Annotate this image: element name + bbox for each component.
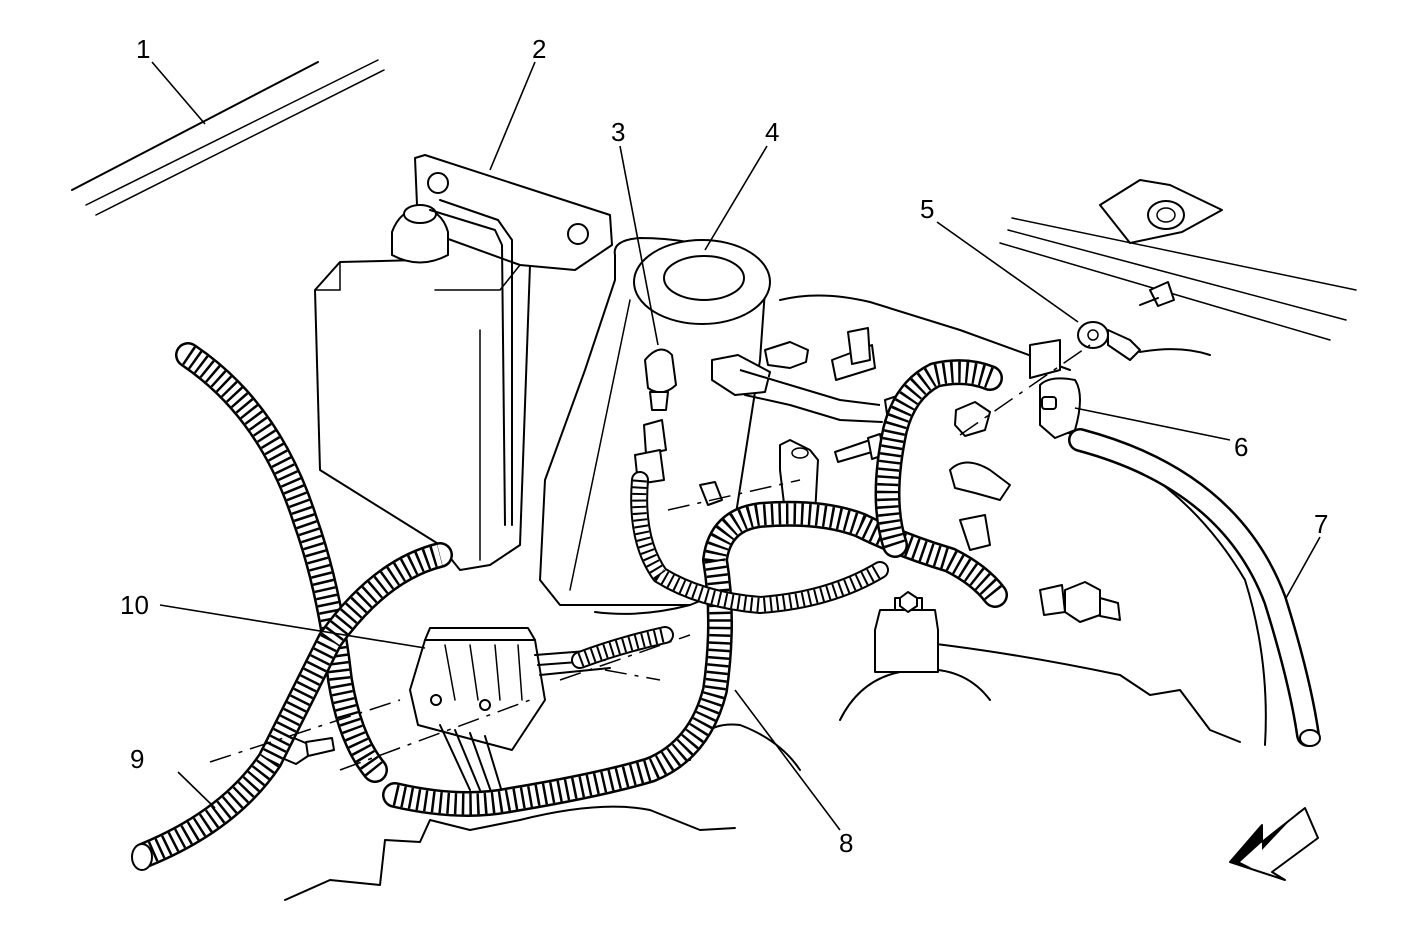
air-intake-4 [539, 237, 771, 615]
callout-2: 2 [532, 34, 546, 64]
callout-7: 7 [1314, 509, 1328, 539]
leader-lines [151, 61, 1321, 831]
body-edge-lines [71, 59, 385, 216]
hose-7 [1068, 428, 1321, 747]
callout-5: 5 [920, 194, 934, 224]
harness-thin-3 [571, 471, 889, 669]
callout-3: 3 [611, 117, 625, 147]
engine-outline [284, 591, 991, 901]
callout-10: 10 [120, 590, 149, 620]
callout-1: 1 [136, 34, 150, 64]
fender-panel-lines [999, 179, 1357, 341]
sensor-right [949, 461, 1121, 623]
connector-block-10 [409, 627, 611, 803]
callout-8: 8 [839, 828, 853, 858]
ground-terminal-5 [1077, 281, 1211, 361]
front-direction-arrow-icon [1229, 807, 1319, 881]
reservoir-tank-2 [314, 154, 613, 571]
connector-6 [1029, 339, 1081, 439]
harness-left-9 [131, 342, 453, 871]
callout-6: 6 [1234, 432, 1248, 462]
callout-4: 4 [765, 117, 779, 147]
callout-9: 9 [130, 744, 144, 774]
connector-3 [634, 348, 677, 485]
callout-numbers: 1 2 3 4 5 6 7 8 9 10 [120, 34, 1328, 858]
alignment-lines [209, 344, 1091, 771]
